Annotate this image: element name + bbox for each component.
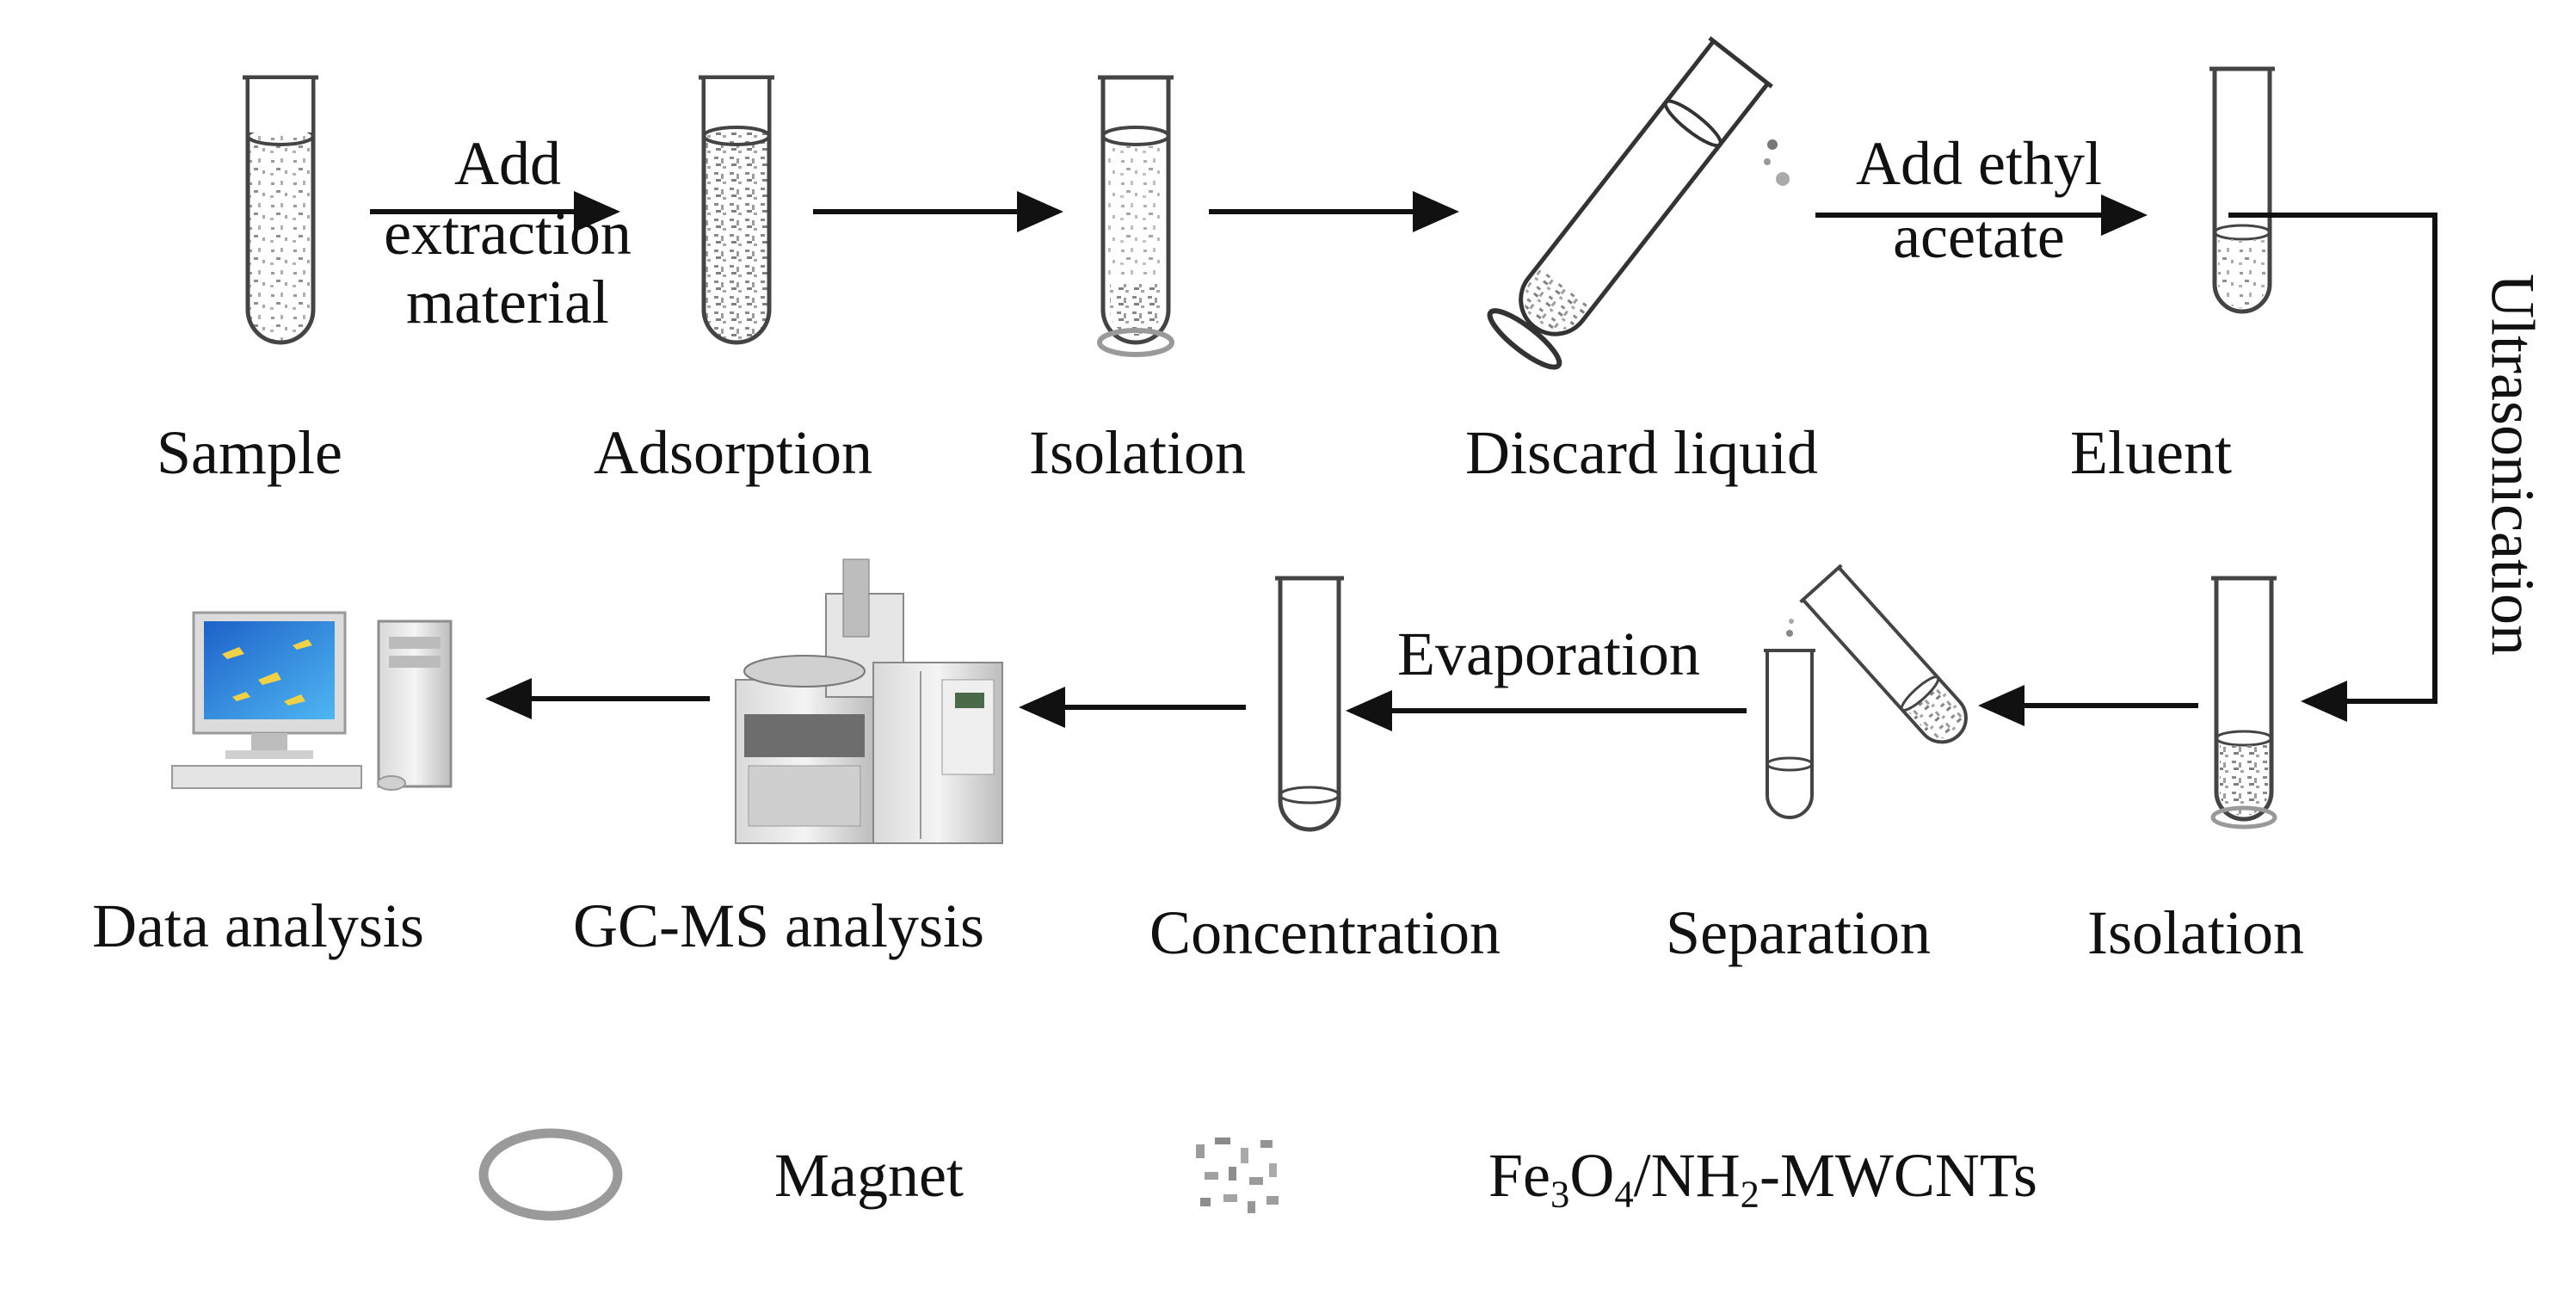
step-gcms-analysis: GC-MS analysis bbox=[572, 891, 985, 960]
formula-nh: /NH bbox=[1633, 1141, 1741, 1210]
step-adsorption: Adsorption bbox=[594, 418, 872, 487]
adsorption-tube-icon bbox=[699, 75, 774, 345]
step-isolation: Isolation bbox=[1029, 418, 1246, 487]
eluent-tube-icon bbox=[2209, 66, 2275, 314]
formula-mwcnt: -MWCNTs bbox=[1759, 1141, 2037, 1210]
add-ethyl-line1: Add ethyl bbox=[1856, 129, 2102, 198]
desktop-computer-icon bbox=[171, 611, 453, 791]
add-ethyl-label: Add ethyl acetate bbox=[1856, 127, 2102, 274]
formula-o: O bbox=[1569, 1141, 1615, 1210]
step-isolation-2: Isolation bbox=[2087, 898, 2304, 967]
gc-ms-instrument-icon bbox=[735, 558, 1003, 844]
step-discard-liquid: Discard liquid bbox=[1465, 418, 1818, 487]
magnet-ring-icon bbox=[478, 1128, 623, 1221]
formula-fe-sub: 3 bbox=[1550, 1172, 1570, 1216]
ultrasonication-connector bbox=[2228, 213, 2437, 722]
add-extraction-line2: extraction bbox=[384, 198, 632, 268]
step-sample: Sample bbox=[157, 418, 342, 487]
discard-tube-icon bbox=[1487, 36, 1773, 370]
step-data-analysis: Data analysis bbox=[92, 891, 424, 960]
formula-fe: Fe bbox=[1488, 1141, 1550, 1210]
isolation2-tube-icon bbox=[2210, 576, 2277, 829]
ultrasonication-label: Ultrasonication bbox=[2478, 274, 2548, 656]
separation-tubes-icon bbox=[1764, 564, 1968, 819]
isolation-tube-icon bbox=[1097, 75, 1174, 357]
sample-tube-icon bbox=[243, 75, 318, 345]
nanoparticle-icon bbox=[1196, 1138, 1279, 1213]
legend-nanomaterial-label: Fe3O4/NH2-MWCNTs bbox=[1488, 1144, 2037, 1213]
formula-nh-sub: 2 bbox=[1740, 1172, 1759, 1216]
concentration-tube-icon bbox=[1275, 576, 1344, 832]
step-separation: Separation bbox=[1666, 898, 1931, 967]
step-eluent: Eluent bbox=[2070, 418, 2232, 487]
formula-o-sub: 4 bbox=[1614, 1172, 1634, 1216]
add-extraction-line3: material bbox=[406, 268, 609, 337]
add-extraction-label: Add extraction material bbox=[384, 129, 632, 337]
add-ethyl-line2: acetate bbox=[1893, 201, 2065, 271]
step-concentration: Concentration bbox=[1149, 898, 1501, 967]
legend-magnet-label: Magnet bbox=[774, 1141, 964, 1210]
liquid-drops-icon bbox=[1764, 139, 1790, 186]
add-extraction-line1: Add bbox=[453, 129, 561, 198]
evaporation-label: Evaporation bbox=[1397, 620, 1700, 688]
